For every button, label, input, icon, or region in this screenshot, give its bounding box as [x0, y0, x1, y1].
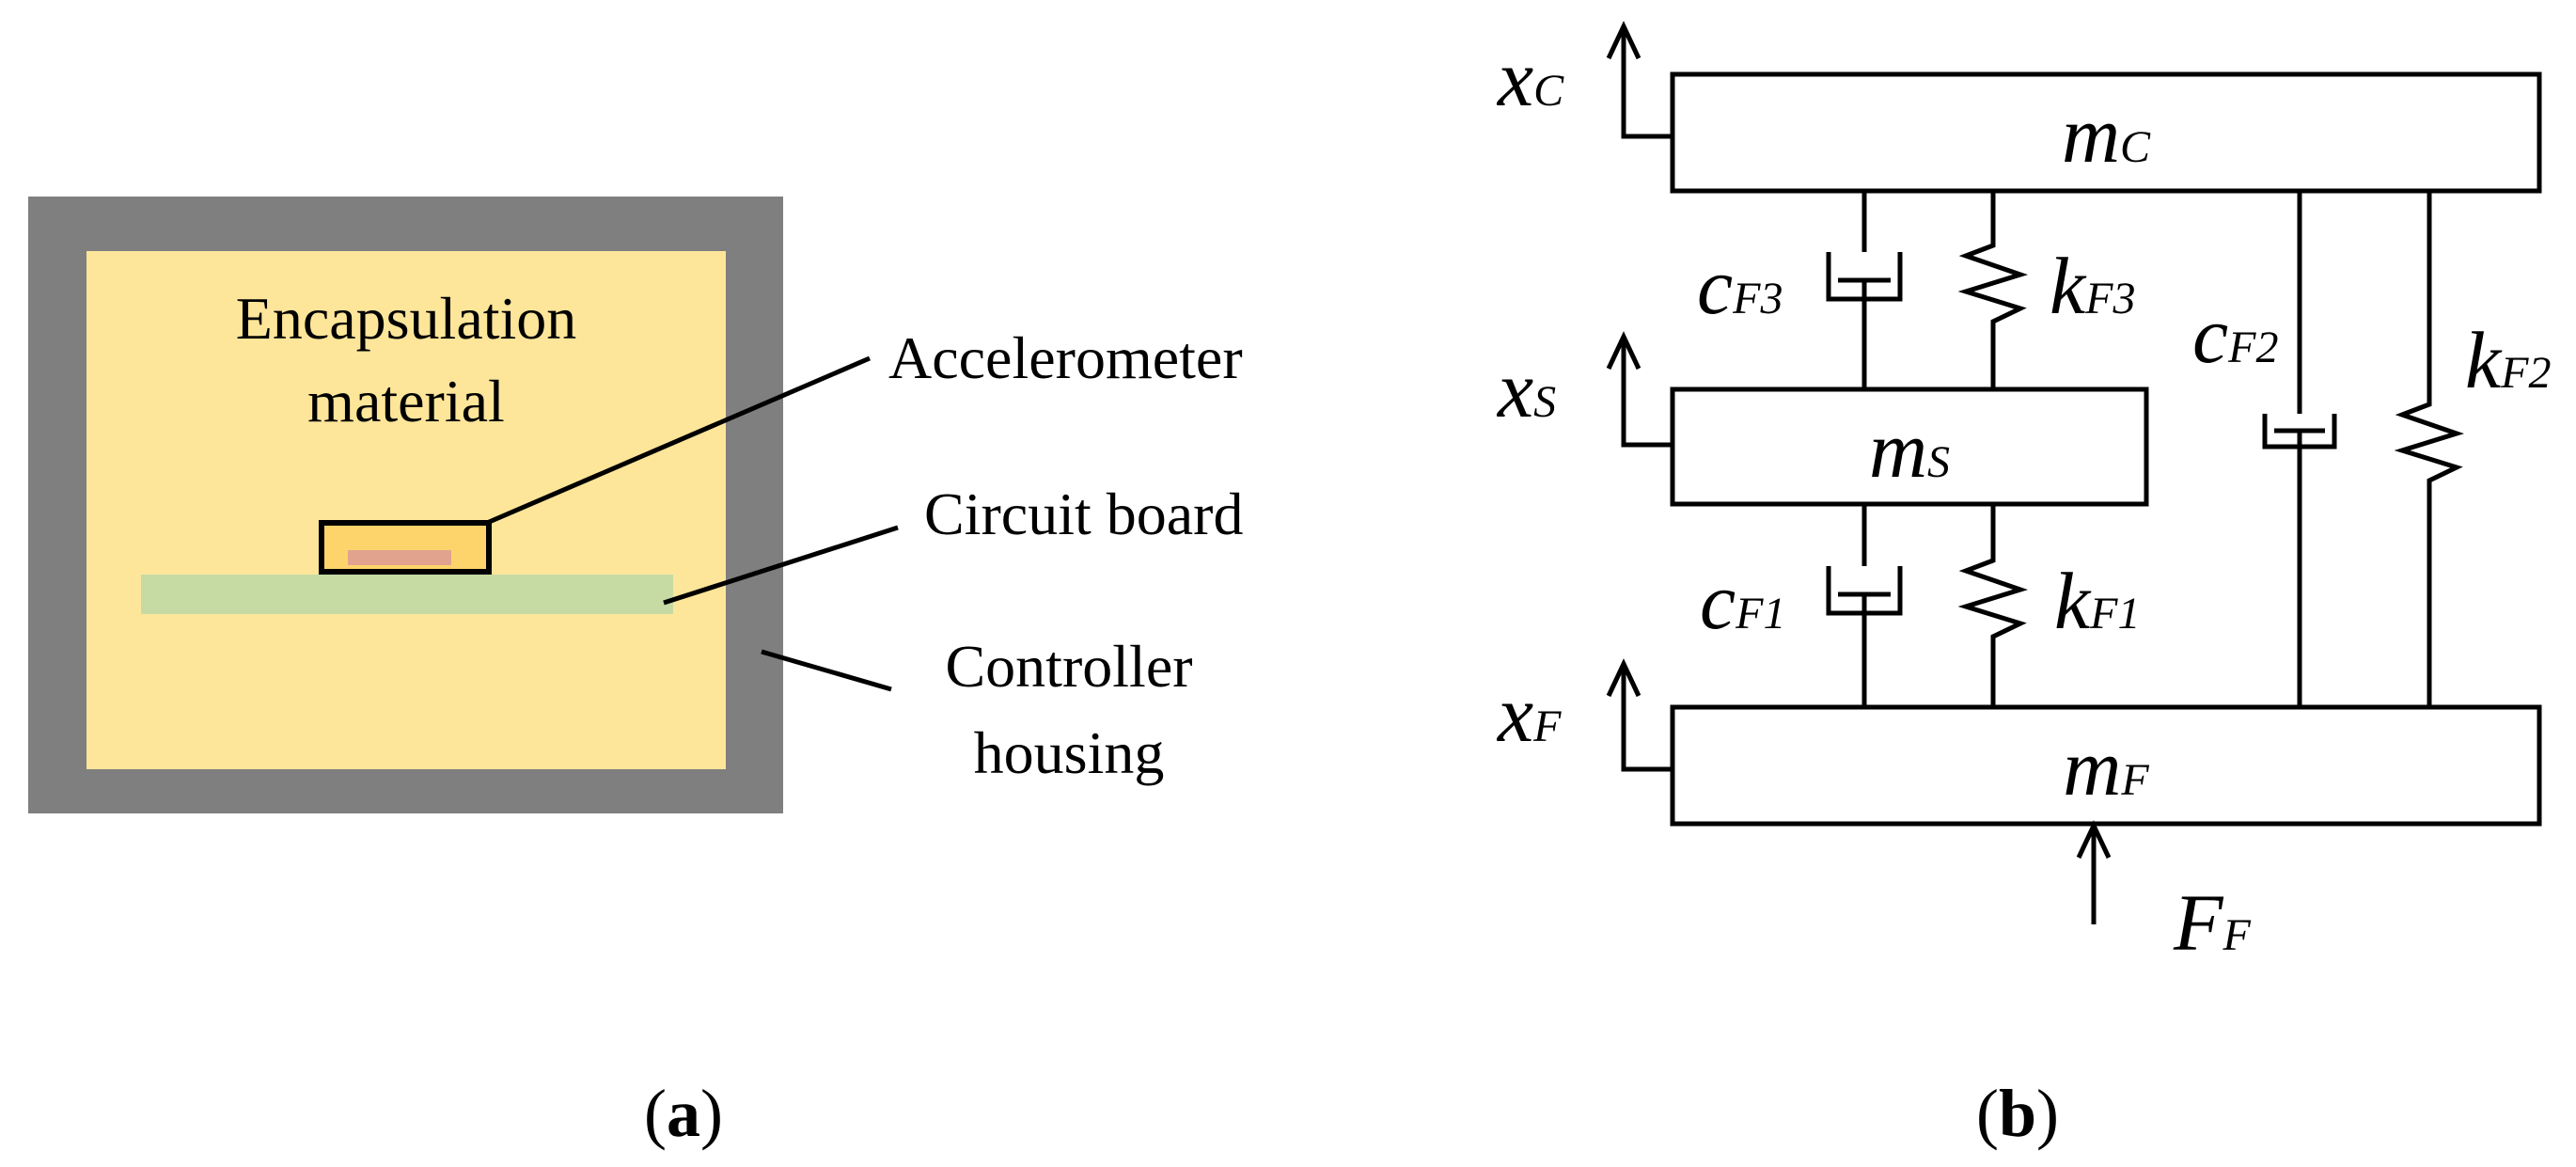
panel-b: mC mS mF xC xS xF FF cF3 kF3 cF1 kF1 cF2… [1496, 21, 2552, 1151]
force-label: FF [2173, 877, 2252, 968]
kf2-spring [2394, 191, 2465, 707]
encapsulation-material [86, 251, 726, 769]
mass-c [1670, 71, 2542, 194]
kf1-spring [1957, 504, 2029, 707]
mass-c-label: mC [2062, 89, 2151, 180]
circuit-board-leader [663, 525, 899, 606]
kf1-label: kF1 [2054, 556, 2141, 646]
accelerometer-label: Accelerometer [888, 324, 1243, 391]
housing-label-line1: Controller [945, 633, 1192, 700]
caption-b: (b) [1976, 1076, 2059, 1151]
housing-label-line2: housing [974, 719, 1165, 786]
mass-s [1670, 386, 2149, 507]
housing-leader [761, 649, 892, 692]
mass-f [1670, 704, 2542, 827]
cf2-label: cF2 [2192, 290, 2279, 380]
encapsulation-label-line2: material [307, 368, 505, 434]
mass-f-label: mF [2063, 722, 2149, 812]
xs-arrow [1621, 339, 1673, 448]
xc-arrowhead-icon [1606, 21, 1641, 60]
cf3-label: cF3 [1697, 241, 1783, 331]
panel-a: Encapsulation material Accelerometer Cir… [28, 197, 1243, 1151]
kf3-label: kF3 [2050, 241, 2136, 331]
force-arrowhead-icon [2076, 820, 2112, 859]
xs-label: xS [1496, 344, 1556, 434]
circuit-board-label: Circuit board [924, 481, 1243, 547]
xc-label: xC [1496, 33, 1564, 123]
caption-a: (a) [644, 1076, 723, 1151]
xf-arrowhead-icon [1606, 658, 1641, 698]
accelerometer-chip [348, 550, 451, 565]
xf-label: xF [1496, 669, 1562, 759]
cf1-label: cF1 [1700, 556, 1786, 646]
kf2-label: kF2 [2465, 315, 2552, 405]
xc-arrow [1621, 28, 1673, 139]
circuit-board [141, 575, 673, 614]
mass-s-label: mS [1869, 404, 1950, 495]
encapsulation-label-line1: Encapsulation [236, 285, 577, 352]
accelerometer-leader [486, 355, 871, 526]
xs-arrowhead-icon [1606, 331, 1641, 371]
xf-arrow [1621, 666, 1673, 772]
kf3-spring [1957, 191, 2029, 389]
